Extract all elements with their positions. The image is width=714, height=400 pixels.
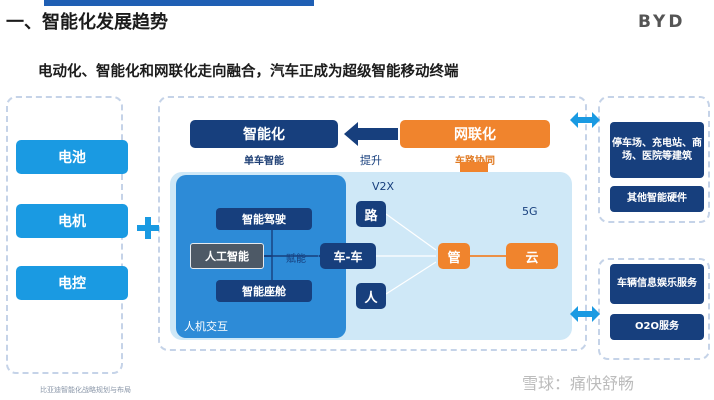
5g-label: 5G <box>522 205 538 218</box>
enable-label: 赋能 <box>286 254 306 265</box>
double-arrow-bottom-icon <box>570 306 600 322</box>
other-hardware-box: 其他智能硬件 <box>610 186 704 212</box>
cloud-box: 云 <box>506 243 558 269</box>
smart-drive-box: 智能驾驶 <box>216 208 312 230</box>
smart-cabin-box: 智能座舱 <box>216 280 312 302</box>
ai-box: 人工智能 <box>190 243 264 269</box>
right-bottom-panel <box>598 258 710 360</box>
infotainment-box: 车辆信息娱乐服务 <box>610 264 704 304</box>
brand-logo: BYD <box>638 12 686 32</box>
battery-box: 电池 <box>16 140 128 174</box>
buildings-box: 停车场、充电站、商场、医院等建筑 <box>610 122 704 178</box>
upgrade-arrow-icon <box>344 122 398 146</box>
right-top-panel <box>598 96 710 223</box>
intelligent-caption: 单车智能 <box>244 156 284 167</box>
pipe-box: 管 <box>438 243 470 269</box>
center-panel <box>158 96 587 351</box>
intelligent-box: 智能化 <box>190 120 338 148</box>
page-title: 一、智能化发展趋势 <box>6 12 168 33</box>
motor-box: 电机 <box>16 204 128 238</box>
page-subtitle: 电动化、智能化和网联化走向融合，汽车正成为超级智能移动终端 <box>38 64 459 80</box>
double-arrow-top-icon <box>570 112 600 128</box>
controller-box: 电控 <box>16 266 128 300</box>
v2x-label: V2X <box>372 180 395 193</box>
connected-caption: 车路协同 <box>455 156 495 167</box>
watermark: 雪球：痛快舒畅 <box>522 374 635 393</box>
header-accent-bar <box>44 0 314 6</box>
v2v-box: 车-车 <box>320 243 376 269</box>
o2o-box: O2O服务 <box>610 314 704 340</box>
plus-icon <box>137 217 159 239</box>
hmi-label: 人机交互 <box>184 320 228 333</box>
source-note: 比亚迪智能化战略规划与布局 <box>40 386 131 394</box>
person-box: 人 <box>356 283 386 309</box>
connected-box: 网联化 <box>400 120 550 148</box>
road-box: 路 <box>356 201 386 227</box>
upgrade-label: 提升 <box>360 154 382 167</box>
